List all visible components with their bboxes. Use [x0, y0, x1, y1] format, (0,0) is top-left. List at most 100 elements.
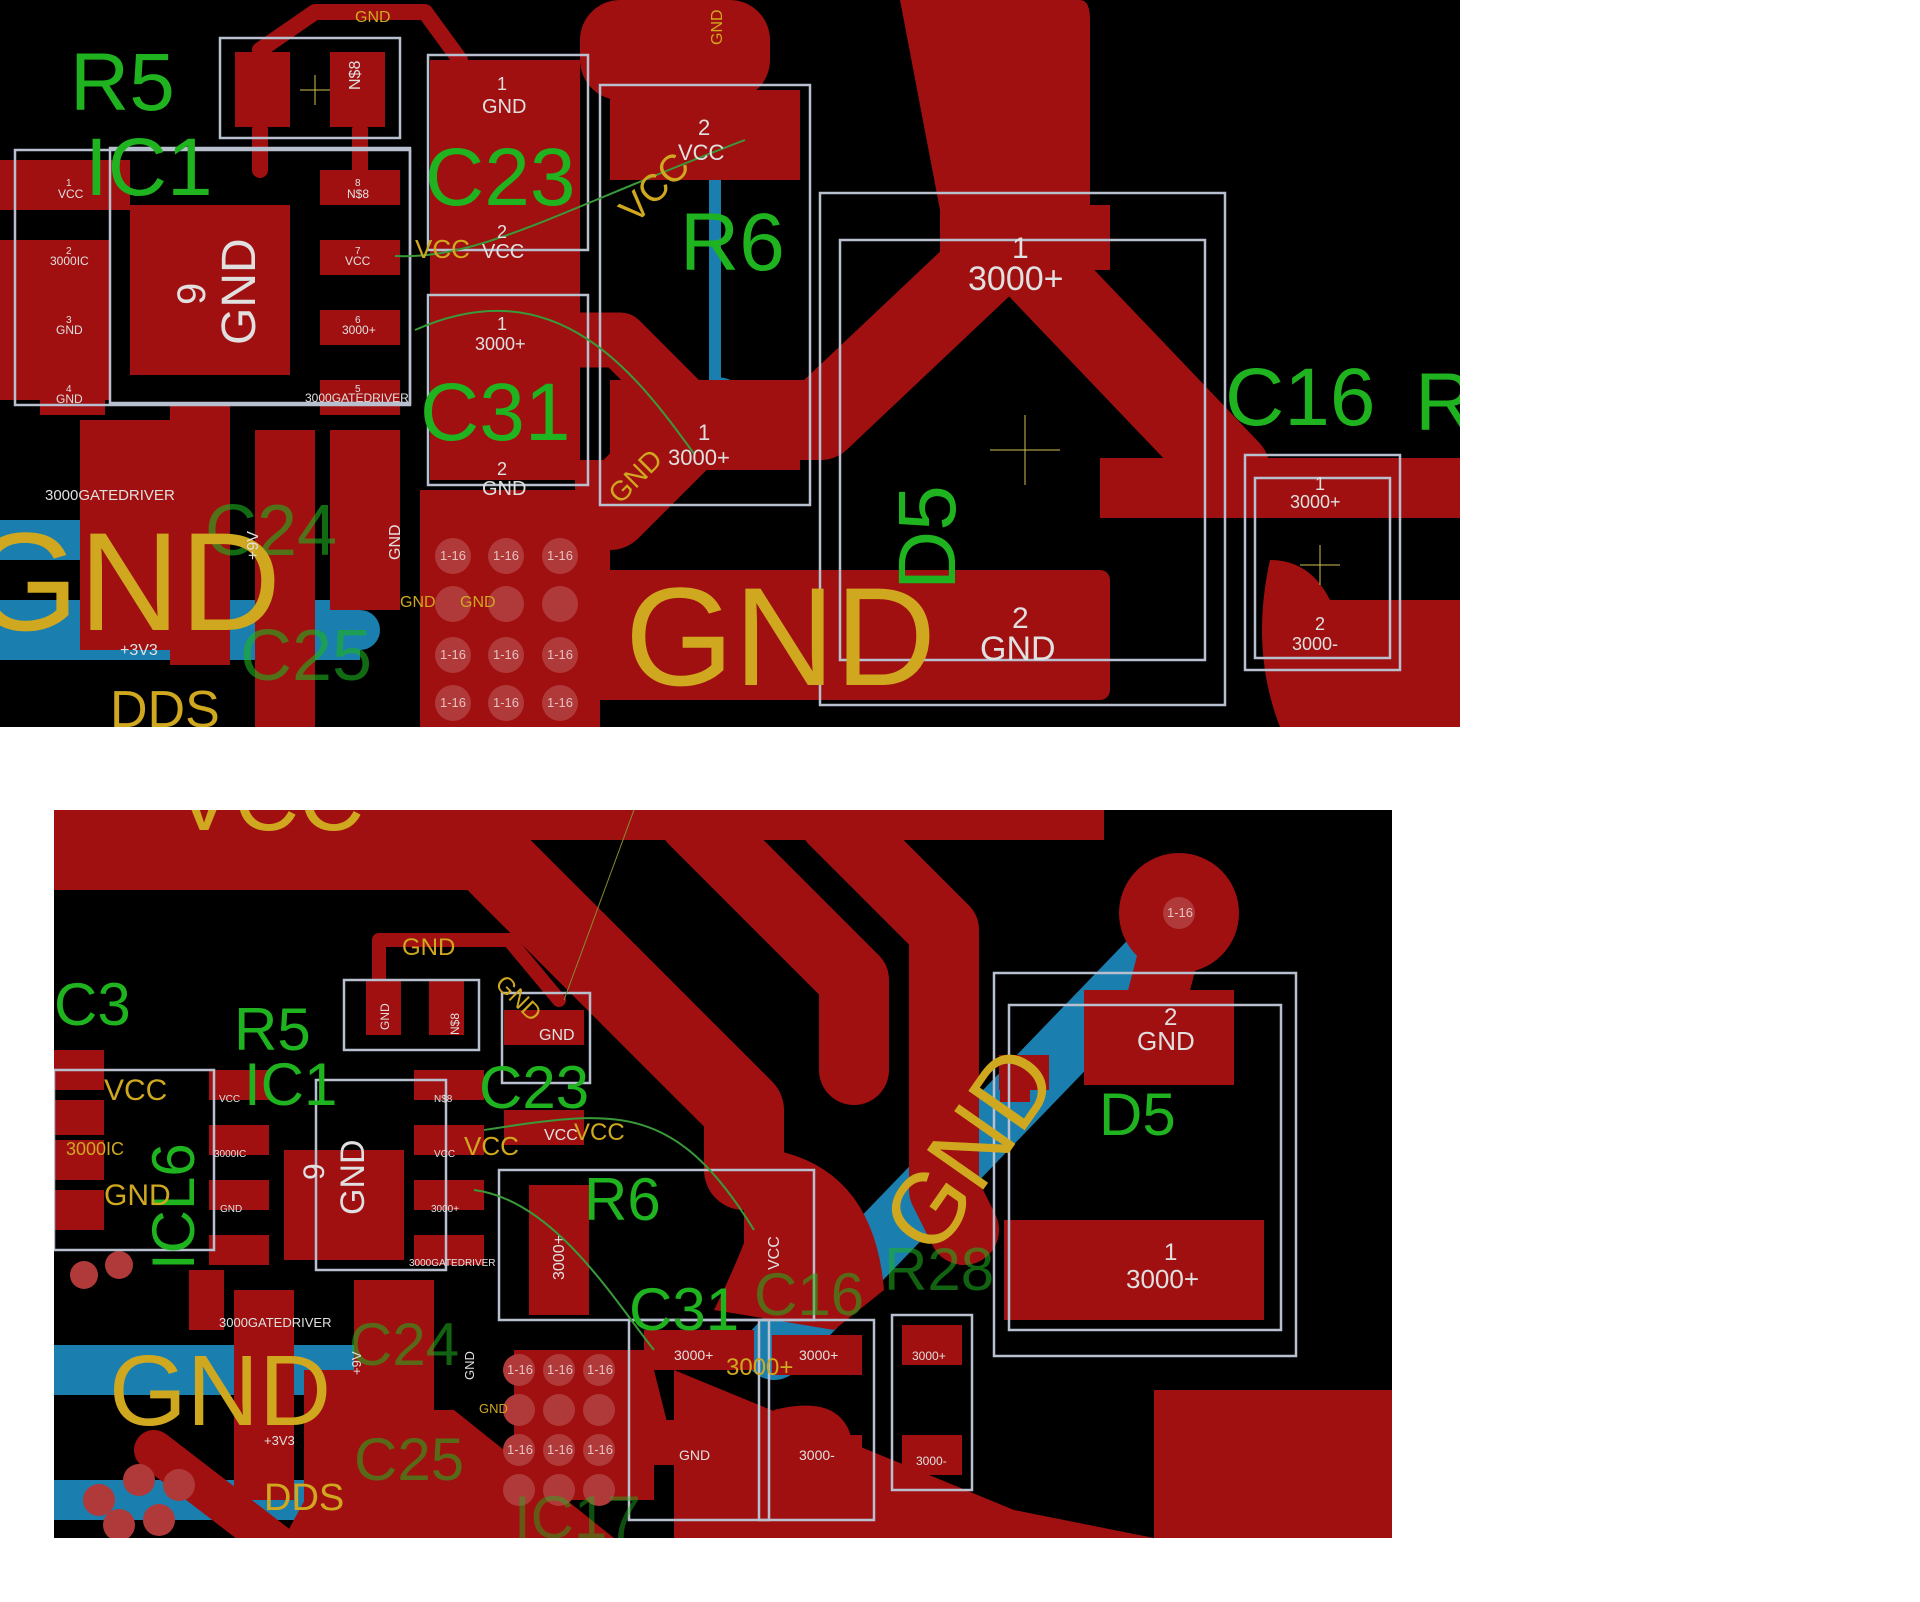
- r6-pad1-net-b: 3000+: [551, 1235, 568, 1280]
- c16-pad1-net-b: 3000+: [799, 1347, 838, 1363]
- via-label-3: 1-16: [547, 548, 573, 563]
- via-label-7: 1-16: [440, 695, 466, 710]
- r5-pad2-net: N$8: [347, 61, 364, 90]
- d5-pad1-net: 3000+: [968, 260, 1064, 298]
- net-gnd-large-left: GND: [0, 503, 281, 660]
- net-gnd-via2: GND: [460, 594, 496, 611]
- net-gnd-large-b: GND: [109, 1335, 331, 1447]
- ic1-pin2-num: 2: [66, 246, 72, 257]
- ic1-pin6-num: 6: [355, 315, 361, 326]
- ic1-pin2-net: 3000IC: [50, 254, 89, 268]
- component-outlines-top: [13, 36, 1402, 707]
- d5-pad1-net-b: 3000+: [1126, 1264, 1199, 1294]
- net-3v3-b: +3V3: [264, 1433, 295, 1448]
- ic1-pin3-num: 3: [66, 315, 72, 326]
- label-ic1-b: IC1: [244, 1051, 337, 1118]
- label-dds-b: DDS: [264, 1477, 344, 1519]
- r6-pad2-net: VCC: [678, 140, 725, 165]
- ic1-pin5-net: 3000GATEDRIVER: [305, 391, 409, 405]
- c24-pad1-net: GND: [387, 524, 404, 560]
- origin-crosses-top: [300, 75, 1340, 585]
- pcb-canvas-bottom[interactable]: VCC C3 R5 IC1 C23 R6 C31 D5 C16 R28 C24 …: [54, 810, 1392, 1538]
- c23-pad1-num: 1: [497, 74, 507, 94]
- label-r5: R5: [70, 37, 175, 128]
- ic1-pin4-num: 4: [66, 384, 72, 395]
- label-r5-b: R5: [234, 996, 311, 1063]
- net-9v: +9V: [245, 531, 262, 560]
- ic1-pin8-num: 8: [355, 178, 361, 189]
- label-icl6: ICL6: [140, 1143, 207, 1270]
- net-3000ic-left-b: 3000IC: [66, 1139, 124, 1159]
- c31-pad1-num: 1: [497, 314, 507, 334]
- c16-pad2-net: 3000-: [1292, 634, 1338, 654]
- d5-pad1-num: 1: [1012, 232, 1029, 265]
- label-c16-b: C16: [754, 1261, 864, 1328]
- via-label-b2: 1-16: [547, 1362, 573, 1377]
- label-ic1: IC1: [85, 122, 213, 213]
- d5-pad1-num-b: 1: [1164, 1239, 1177, 1266]
- airwires-top: [394, 139, 746, 456]
- via-label-6: 1-16: [547, 647, 573, 662]
- c31-pad1-net-b: 3000+: [674, 1347, 713, 1363]
- net-gnd-large: GND: [625, 558, 936, 715]
- label-c3: C3: [54, 971, 131, 1038]
- c31-pad2-num: 2: [497, 459, 507, 479]
- ic1-pin7-net-b: VCC: [434, 1149, 455, 1160]
- pcb-view-top[interactable]: R5 IC1 C23 R6 C31 C16 R C24 C25 DDS D5 G…: [0, 0, 1460, 727]
- ic1-gnd-pad-b: GND: [334, 1139, 372, 1215]
- via-label-b6: 1-16: [587, 1442, 613, 1457]
- ic1-pin1-net-b: VCC: [219, 1094, 240, 1105]
- ic1-pin7-net: VCC: [345, 254, 371, 268]
- net-vcc-left-b: VCC: [104, 1074, 167, 1107]
- label-c24-b: C24: [349, 1311, 459, 1378]
- r28-pad2-net-b: 3000+: [912, 1349, 946, 1363]
- d5-pad2-net-b: GND: [1137, 1026, 1195, 1056]
- c31-pad1-net: 3000+: [475, 334, 526, 354]
- r28-pad1-net-b: 3000-: [916, 1454, 947, 1468]
- r5-pad2-net-b: N$8: [448, 1013, 462, 1035]
- pcb-canvas-top[interactable]: R5 IC1 C23 R6 C31 C16 R C24 C25 DDS D5 G…: [0, 0, 1460, 727]
- r6-pad2-num: 2: [698, 115, 710, 140]
- c23-pad2-net: VCC: [482, 241, 524, 263]
- ic1-pin6-net-b: 3000+: [431, 1204, 459, 1215]
- via-label-5: 1-16: [493, 647, 519, 662]
- c16-pad1-num: 1: [1315, 474, 1325, 494]
- via-label-b4: 1-16: [507, 1442, 533, 1457]
- c16-pad1-net: 3000+: [1290, 492, 1341, 512]
- label-d5-b: D5: [1099, 1081, 1176, 1148]
- label-ic17: IC17: [514, 1484, 641, 1538]
- label-c25-b: C25: [354, 1426, 464, 1493]
- via-label-4: 1-16: [440, 647, 466, 662]
- net-gatedriver-left: 3000GATEDRIVER: [45, 487, 175, 504]
- r6-pad1-net: 3000+: [668, 445, 730, 470]
- net-gnd-r5-b: GND: [402, 934, 455, 961]
- label-r-partial: R: [1415, 357, 1460, 448]
- d5-pad2-net: GND: [980, 630, 1056, 668]
- ic1-pin8-net: N$8: [347, 187, 369, 201]
- pcb-view-bottom[interactable]: VCC C3 R5 IC1 C23 R6 C31 D5 C16 R28 C24 …: [54, 810, 1392, 1538]
- via-label-1: 1-16: [440, 548, 466, 563]
- ic1-pin1-net: VCC: [58, 187, 84, 201]
- ic1-pin7-num: 7: [355, 246, 361, 257]
- label-r6: R6: [680, 197, 785, 288]
- via-label-8: 1-16: [493, 695, 519, 710]
- label-c23: C23: [425, 132, 575, 223]
- net-gnd-r5: GND: [355, 9, 391, 26]
- via-label-2: 1-16: [493, 548, 519, 563]
- c23-pad1-net: GND: [482, 96, 526, 118]
- net-9v-b: +9V: [349, 1351, 364, 1375]
- r6-pad1-num: 1: [698, 420, 710, 445]
- d5-pad2-num: 2: [1012, 602, 1029, 635]
- net-gnd-left-b: GND: [104, 1179, 171, 1212]
- label-dds: DDS: [110, 681, 220, 727]
- via-grid-top: [435, 538, 578, 721]
- net-gnd-vert: GND: [709, 9, 726, 45]
- net-3v3: +3V3: [120, 642, 158, 659]
- label-c16: C16: [1225, 352, 1375, 443]
- label-r28: R28: [884, 1236, 994, 1303]
- via-label-b5: 1-16: [547, 1442, 573, 1457]
- ic1-pin8-net-b: N$8: [434, 1094, 453, 1105]
- via-grid-bottom: [70, 897, 1195, 1538]
- label-d5: D5: [882, 485, 973, 590]
- c24-pad1-net-b: GND: [462, 1351, 477, 1380]
